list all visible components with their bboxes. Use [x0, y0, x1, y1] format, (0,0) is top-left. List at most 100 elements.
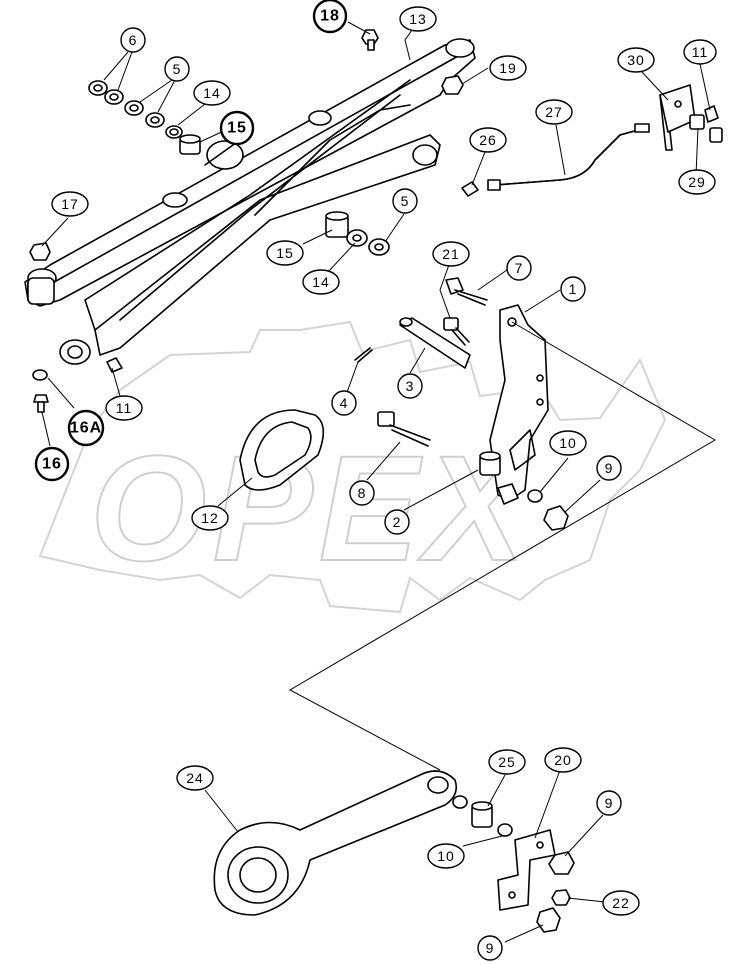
callout-4: 4: [331, 390, 357, 416]
svg-text:25: 25: [498, 754, 516, 770]
callout-6: 6: [120, 27, 146, 53]
svg-text:11: 11: [116, 400, 133, 416]
callout-20: 20: [544, 747, 582, 773]
svg-text:5: 5: [173, 61, 182, 77]
frame-13: [24, 38, 476, 365]
nut-19: [441, 75, 464, 95]
callout-15-top: 15: [219, 110, 255, 146]
callout-29: 29: [678, 169, 716, 195]
connection-line: [288, 321, 716, 771]
callout-2: 2: [384, 509, 410, 535]
bolt-8: [377, 411, 431, 447]
callout-22: 22: [602, 890, 640, 916]
svg-text:30: 30: [627, 52, 645, 68]
callout-11-left: 11: [105, 395, 143, 421]
hose-27: [487, 123, 650, 191]
callout-1: 1: [560, 276, 586, 302]
washer-16a: [32, 369, 48, 381]
nut-9-low: [548, 851, 575, 875]
callout-9-low: 9: [596, 790, 622, 816]
bushing-25: [471, 801, 493, 828]
callout-14-mid: 14: [302, 269, 340, 295]
fitting-11-left: [106, 357, 123, 373]
svg-text:9: 9: [605, 460, 614, 476]
svg-text:17: 17: [61, 196, 79, 212]
nut-17: [29, 242, 51, 261]
callouts: 18 13 6 5 14 15 19 30: [34, 0, 717, 961]
callout-13: 13: [399, 6, 437, 32]
svg-text:12: 12: [201, 510, 219, 526]
callout-8: 8: [349, 480, 375, 506]
svg-text:2: 2: [393, 514, 402, 530]
bolt-21: [443, 317, 470, 346]
callout-7: 7: [506, 255, 532, 281]
svg-text:22: 22: [612, 895, 630, 911]
callout-5-top: 5: [164, 56, 190, 82]
svg-text:26: 26: [479, 132, 497, 148]
svg-text:10: 10: [437, 848, 455, 864]
callout-15-mid: 15: [266, 240, 304, 266]
callout-9-bottom: 9: [477, 935, 503, 961]
callout-17: 17: [51, 191, 89, 217]
svg-text:5: 5: [401, 193, 410, 209]
nut-29: [689, 114, 705, 130]
nut-9-bottom: [536, 907, 561, 933]
svg-text:14: 14: [203, 85, 221, 101]
svg-text:8: 8: [358, 485, 367, 501]
callout-10-low: 10: [427, 843, 465, 869]
svg-text:15: 15: [276, 245, 294, 261]
bolt-18: [361, 29, 379, 51]
callout-12: 12: [191, 505, 229, 531]
bushing-2: [479, 451, 501, 476]
bolt-7: [445, 277, 488, 306]
svg-text:4: 4: [340, 395, 349, 411]
svg-text:14: 14: [312, 274, 330, 290]
callout-26: 26: [469, 127, 507, 153]
fitting-11-top: [704, 105, 723, 143]
nut-9-mid: [543, 505, 569, 531]
svg-text:13: 13: [409, 11, 427, 27]
callout-16a: 16A: [67, 409, 105, 447]
callout-21: 21: [432, 241, 470, 267]
watermark-gear: [38, 320, 667, 614]
svg-text:29: 29: [688, 174, 706, 190]
callout-3: 3: [397, 373, 423, 399]
callout-9-mid: 9: [596, 455, 622, 481]
callout-10-mid: 10: [549, 430, 587, 456]
washer-set-mid: [325, 211, 390, 256]
callout-16: 16: [34, 446, 70, 482]
svg-text:6: 6: [129, 32, 138, 48]
svg-text:27: 27: [545, 104, 563, 120]
callout-11-top: 11: [683, 39, 717, 65]
callout-19: 19: [489, 55, 527, 81]
svg-text:24: 24: [186, 770, 204, 786]
svg-text:16: 16: [42, 456, 62, 473]
svg-text:3: 3: [406, 378, 415, 394]
svg-text:15: 15: [227, 120, 247, 137]
washer-10-low-b: [497, 823, 513, 837]
callout-27: 27: [535, 99, 573, 125]
svg-text:7: 7: [515, 260, 524, 276]
fitting-26: [461, 181, 479, 197]
washer-set-top: [88, 80, 201, 155]
leader-lines: [41, 21, 711, 943]
nut-22: [551, 889, 571, 906]
pin-3: [399, 317, 471, 369]
arm-24: [213, 770, 458, 916]
bracket-20: [497, 829, 556, 911]
svg-text:20: 20: [554, 752, 572, 768]
washer-10-low-a: [452, 795, 468, 809]
callout-5-mid: 5: [392, 188, 418, 214]
watermark: OPEX: [38, 320, 667, 614]
svg-text:11: 11: [692, 44, 709, 60]
plate-12: [239, 409, 325, 491]
callout-30: 30: [617, 47, 655, 73]
svg-text:18: 18: [320, 8, 340, 25]
callout-14-top: 14: [193, 80, 231, 106]
svg-text:16A: 16A: [70, 420, 102, 437]
callout-25: 25: [488, 749, 526, 775]
svg-text:10: 10: [559, 435, 577, 451]
cotter-pin-4: [354, 347, 373, 363]
svg-text:19: 19: [499, 60, 517, 76]
